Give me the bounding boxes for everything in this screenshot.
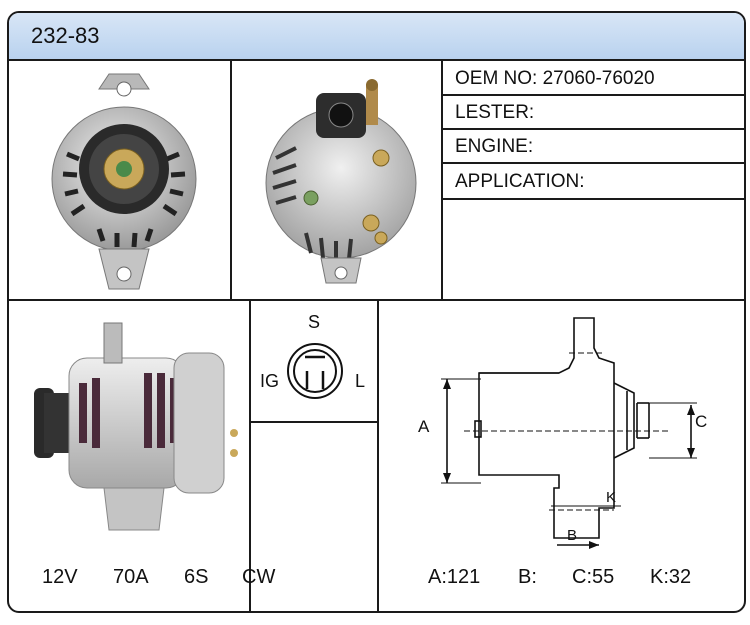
spec-rotation: CW <box>242 566 276 588</box>
title-bar: 232-83 <box>9 13 744 61</box>
connector-terminal-s: S <box>308 312 321 332</box>
divider-middle-horizontal <box>9 299 744 301</box>
info-row-line-4 <box>441 198 744 200</box>
spec-voltage: 12V <box>42 566 78 588</box>
application-label: APPLICATION: <box>455 171 585 192</box>
alternator-side-photo <box>34 322 238 531</box>
dimension-a-value: A:121 <box>428 566 481 588</box>
connector-terminal-l: L <box>355 371 366 391</box>
info-row-line-3 <box>441 162 744 164</box>
part-number-title: 232-83 <box>31 23 100 48</box>
divider-connector-box <box>249 421 379 423</box>
divider-bottom-right <box>377 299 379 611</box>
alternator-front-photo <box>51 73 197 290</box>
dimension-c-value: C:55 <box>572 566 615 588</box>
oem-number: OEM NO: 27060-76020 <box>455 68 655 89</box>
spec-pulley: 6S <box>184 566 209 588</box>
connector-terminal-ig: IG <box>260 371 280 391</box>
divider-bottom-left <box>249 299 251 611</box>
dimension-c-label: C <box>695 412 708 431</box>
divider-top-left <box>230 59 232 299</box>
spec-amperage: 70A <box>113 566 149 588</box>
spec-sheet: 232-83 OEM NO: 27060-76020 LESTER: ENGIN… <box>7 11 746 613</box>
lester-label: LESTER: <box>455 102 535 123</box>
dimension-a-label: A <box>418 417 430 436</box>
dimension-k-value: K:32 <box>650 566 692 588</box>
dimension-k-label: K <box>606 489 617 506</box>
dimension-b-label: B <box>567 527 578 544</box>
dimension-drawing <box>441 317 697 549</box>
engine-label: ENGINE: <box>455 136 534 157</box>
info-row-line-2 <box>441 128 744 130</box>
connector-diagram <box>287 343 343 399</box>
dimension-b-value: B: <box>518 566 537 588</box>
info-row-line-1 <box>441 94 744 96</box>
divider-top-right <box>441 59 443 299</box>
alternator-rear-photo <box>265 79 417 284</box>
